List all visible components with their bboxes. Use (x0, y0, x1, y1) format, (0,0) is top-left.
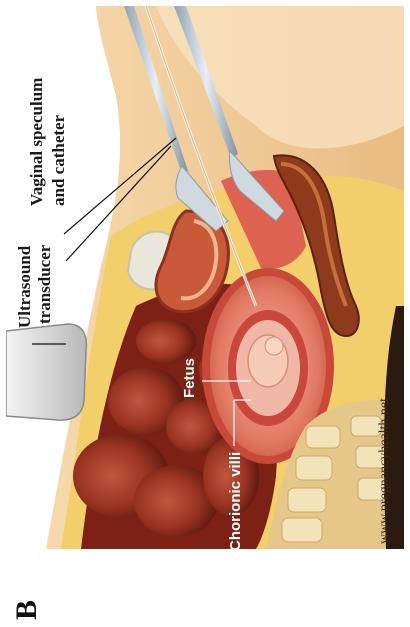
fetus-shape (248, 335, 288, 387)
website-watermark: www.pregnancyhealth.net (378, 398, 392, 544)
label-speculum-line1: Vaginal speculum (28, 78, 45, 206)
label-speculum-line2: and catheter (50, 115, 67, 206)
label-ultrasound-line1: Ultrasound (16, 246, 33, 328)
anatomy-illustration (6, 6, 404, 549)
ultrasound-transducer (6, 324, 86, 420)
label-ultrasound-line2: transducer (36, 245, 53, 324)
illustration-frame: Ultrasound transducer Vaginal speculum a… (6, 6, 404, 549)
panel-letter: B (12, 600, 42, 620)
label-chorionic-villi: Chorionic villi (228, 452, 243, 549)
label-fetus: Fetus (182, 358, 197, 398)
